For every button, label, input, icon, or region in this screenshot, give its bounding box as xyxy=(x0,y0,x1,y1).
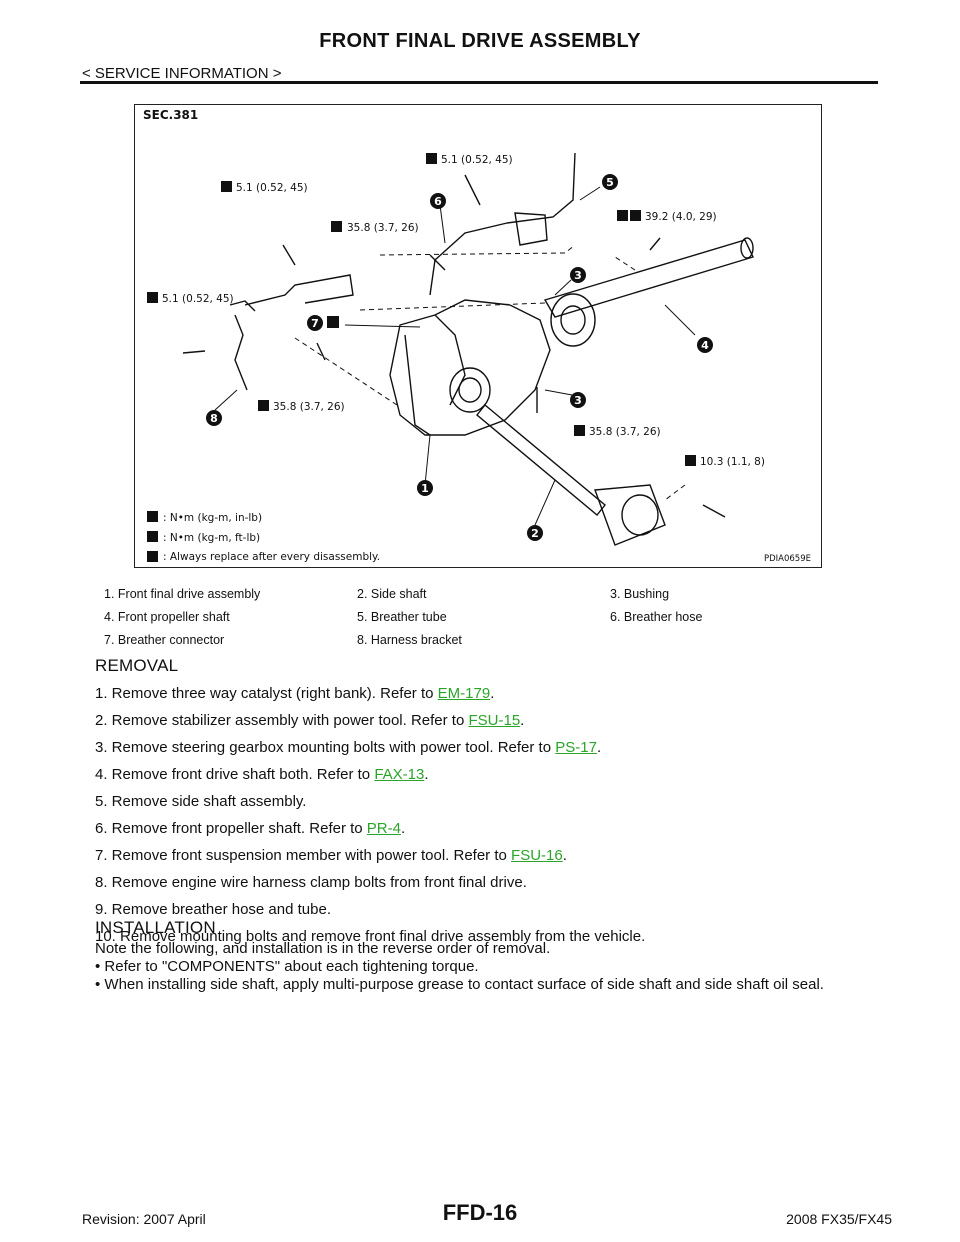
side-shaft-seal xyxy=(449,367,491,413)
page-title: FRONT FINAL DRIVE ASSEMBLY xyxy=(319,30,641,52)
bolt-6 xyxy=(316,342,326,361)
removal-step: 7. Remove front suspension member with p… xyxy=(95,847,567,864)
bolt-5 xyxy=(182,350,206,354)
side-shaft-flange xyxy=(594,484,666,546)
replace-icon xyxy=(147,551,158,562)
legend-item: 1. Front final drive assembly xyxy=(104,587,261,601)
bolt-4 xyxy=(649,237,661,251)
torque-icon xyxy=(147,531,158,542)
torque-icon xyxy=(147,292,158,303)
callout-7: 7 xyxy=(311,317,319,330)
propeller-shaft-end xyxy=(740,237,754,259)
torque-icon xyxy=(221,181,232,192)
replace-icon xyxy=(617,210,628,221)
legend-item: 8. Harness bracket xyxy=(357,633,462,647)
bolt-8 xyxy=(702,504,726,518)
torque-icon xyxy=(685,455,696,466)
callout-3b: 3 xyxy=(574,394,582,407)
legend-2: : N•m (kg-m, ft-lb) xyxy=(163,532,260,544)
exploded-view-drawing: SEC.381 5.1 (0.52, 45) 5.1 (0.52, 45) 35… xyxy=(143,108,811,564)
ref-link[interactable]: PR-4 xyxy=(366,820,401,837)
removal-step: 3. Remove steering gearbox mounting bolt… xyxy=(95,739,602,756)
footer-model: 2008 FX35/FX45 xyxy=(786,1211,892,1227)
removal-step: 1. Remove three way catalyst (right bank… xyxy=(95,685,495,702)
figure-code: PDIA0659E xyxy=(764,554,811,564)
breather-tube-drawing xyxy=(506,152,576,224)
section-label: < SERVICE INFORMATION > xyxy=(82,65,282,82)
replace-icon xyxy=(327,316,339,328)
propeller-flange xyxy=(550,293,596,347)
legend-item xyxy=(610,633,864,656)
exploded-view-figure: SEC.381 5.1 (0.52, 45) 5.1 (0.52, 45) 35… xyxy=(134,104,822,568)
removal-steps: 1. Remove three way catalyst (right bank… xyxy=(95,684,895,954)
ref-link[interactable]: FSU-16 xyxy=(511,847,563,864)
sec-label: SEC.381 xyxy=(143,108,198,122)
removal-step: 6. Remove front propeller shaft. Refer t… xyxy=(95,820,406,837)
breather-hose-drawing xyxy=(429,222,508,296)
torque-icon xyxy=(331,221,342,232)
torque-icon xyxy=(574,425,585,436)
ref-link[interactable]: EM-179 xyxy=(437,685,491,702)
bolt-1 xyxy=(282,244,296,266)
callout-8: 8 xyxy=(210,412,218,425)
removal-step: 10. Remove mounting bolts and remove fro… xyxy=(95,928,646,945)
torque-icon xyxy=(630,210,641,221)
torque-icon xyxy=(147,511,158,522)
parts-legend: 1. Front final drive assembly 2. Side sh… xyxy=(104,587,864,656)
torque-label-5: 5.1 (0.52, 45) xyxy=(162,293,234,305)
legend-item: 4. Front propeller shaft xyxy=(104,610,230,624)
callout-3a: 3 xyxy=(574,269,582,282)
torque-label-6: 35.8 (3.7, 26) xyxy=(273,401,345,413)
legend-row: 7. Breather connector 8. Harness bracket xyxy=(104,633,864,656)
bolt-2 xyxy=(464,174,481,206)
torque-label-2: 5.1 (0.52, 45) xyxy=(236,182,308,194)
removal-heading: REMOVAL xyxy=(95,656,179,675)
callout-2: 2 xyxy=(531,527,539,540)
removal-step: 8. Remove engine wire harness clamp bolt… xyxy=(95,874,527,891)
legend-item: 6. Breather hose xyxy=(610,610,703,624)
removal-step: 5. Remove side shaft assembly. xyxy=(95,793,307,810)
ref-link[interactable]: PS-17 xyxy=(555,739,597,756)
callout-6: 6 xyxy=(434,195,442,208)
installation-note: • When installing side shaft, apply mult… xyxy=(95,976,824,993)
legend-3: : Always replace after every disassembly… xyxy=(163,551,380,563)
final-drive-housing xyxy=(389,299,551,436)
removal-step: 9. Remove breather hose and tube. xyxy=(95,901,331,918)
footer-page-number: FFD-16 xyxy=(442,1200,518,1225)
ref-link[interactable]: FSU-15 xyxy=(468,712,521,729)
side-shaft-drawing xyxy=(476,404,606,516)
installation-note: • Refer to "COMPONENTS" about each tight… xyxy=(95,958,479,975)
callout-4: 4 xyxy=(701,339,709,352)
installation-note: Note the following, and installation is … xyxy=(95,940,551,957)
torque-label-4: 39.2 (4.0, 29) xyxy=(645,211,717,223)
footer-revision: Revision: 2007 April xyxy=(82,1211,206,1227)
torque-label-1: 5.1 (0.52, 45) xyxy=(441,154,513,166)
torque-icon xyxy=(426,153,437,164)
harness-bracket-drawing xyxy=(234,314,248,391)
removal-step: 4. Remove front drive shaft both. Refer … xyxy=(95,766,429,783)
callout-1: 1 xyxy=(421,482,429,495)
removal-step: 2. Remove stabilizer assembly with power… xyxy=(95,712,525,729)
legend-1: : N•m (kg-m, in-lb) xyxy=(163,512,262,524)
torque-label-8: 10.3 (1.1, 8) xyxy=(700,456,765,468)
legend-item: 7. Breather connector xyxy=(104,633,225,647)
legend-item: 2. Side shaft xyxy=(357,587,427,601)
legend-item: 5. Breather tube xyxy=(357,610,447,624)
legend-row: 4. Front propeller shaft 5. Breather tub… xyxy=(104,610,864,633)
ref-link[interactable]: FAX-13 xyxy=(374,766,425,783)
bolt-3 xyxy=(429,254,446,271)
torque-icon xyxy=(258,400,269,411)
header-rule xyxy=(80,81,878,84)
legend-row: 1. Front final drive assembly 2. Side sh… xyxy=(104,587,864,610)
legend-item: 3. Bushing xyxy=(610,587,670,601)
torque-label-3: 35.8 (3.7, 26) xyxy=(347,222,419,234)
callout-5: 5 xyxy=(606,176,614,189)
installation-heading: INSTALLATION xyxy=(95,918,216,937)
torque-label-7: 35.8 (3.7, 26) xyxy=(589,426,661,438)
